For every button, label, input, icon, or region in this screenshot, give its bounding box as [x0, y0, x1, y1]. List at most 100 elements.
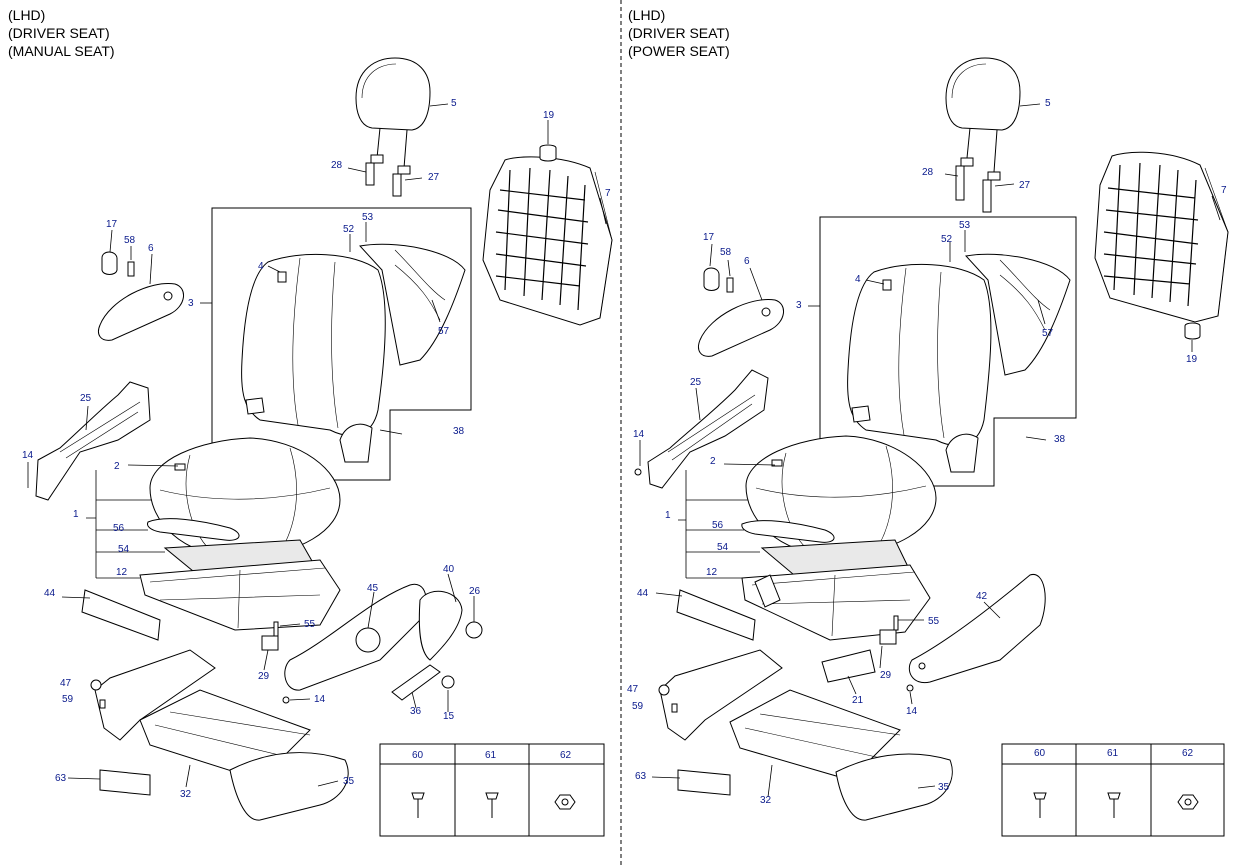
right-small-parts — [698, 267, 784, 357]
right-callout-1: 1 — [665, 510, 671, 521]
left-table-60: 60 — [412, 750, 424, 761]
right-callout-21: 21 — [852, 695, 864, 706]
right-callout-14a: 14 — [633, 429, 645, 440]
left-callout-63: 63 — [55, 773, 67, 784]
right-seatback-cushion — [847, 253, 1071, 473]
right-callout-7: 7 — [1221, 185, 1227, 196]
left-callout-28: 28 — [331, 160, 343, 171]
right-fastener-table — [1001, 743, 1225, 837]
left-callout-14b: 14 — [314, 694, 326, 705]
right-panel: 5 7 28 27 19 17 58 6 53 52 4 3 57 25 14 … — [627, 57, 1229, 837]
left-callout-40: 40 — [443, 564, 455, 575]
right-side-cover-25 — [634, 369, 769, 489]
left-title-line-1: (LHD) — [8, 7, 46, 23]
left-small-parts — [98, 144, 557, 341]
right-callout-58: 58 — [720, 247, 732, 258]
right-seat-track — [658, 649, 953, 821]
left-callout-55: 55 — [304, 619, 316, 630]
right-leader-lines — [639, 103, 1221, 798]
left-callout-29: 29 — [258, 671, 270, 682]
right-seatback-frame — [1094, 151, 1229, 340]
left-callout-27: 27 — [428, 172, 440, 183]
right-callout-53: 53 — [959, 220, 971, 231]
right-callout-57: 57 — [1042, 328, 1054, 339]
right-motor-parts — [821, 615, 914, 692]
left-callout-47: 47 — [60, 678, 72, 689]
right-callout-42: 42 — [976, 591, 988, 602]
right-callout-56: 56 — [712, 520, 724, 531]
left-callout-36: 36 — [410, 706, 422, 717]
right-callout-14b: 14 — [906, 706, 918, 717]
left-side-covers — [261, 583, 483, 704]
right-table-61: 61 — [1107, 748, 1119, 759]
left-callout-25: 25 — [80, 393, 92, 404]
left-seat-frame — [139, 559, 341, 631]
left-callout-58: 58 — [124, 235, 136, 246]
right-callout-2: 2 — [710, 456, 716, 467]
left-callout-15: 15 — [443, 711, 455, 722]
left-callout-17: 17 — [106, 219, 118, 230]
left-callout-45: 45 — [367, 583, 379, 594]
left-panel: 5 19 28 27 7 17 58 6 53 52 4 3 57 25 38 … — [22, 57, 613, 837]
right-seat-cushion — [741, 435, 937, 586]
right-callout-35: 35 — [938, 782, 950, 793]
left-callout-32: 32 — [180, 789, 192, 800]
left-callout-54: 54 — [118, 544, 130, 555]
left-headrest — [355, 57, 431, 197]
left-callout-1: 1 — [73, 509, 79, 520]
right-table-62: 62 — [1182, 748, 1194, 759]
left-title-line-3: (MANUAL SEAT) — [8, 43, 115, 59]
left-callout-4: 4 — [258, 261, 264, 272]
left-callout-38: 38 — [453, 426, 465, 437]
right-callout-63: 63 — [635, 771, 647, 782]
left-callout-7: 7 — [605, 188, 611, 199]
left-seat-track — [90, 649, 349, 821]
right-side-cover-42 — [908, 574, 1046, 684]
right-callout-55: 55 — [928, 616, 940, 627]
right-callout-4: 4 — [855, 274, 861, 285]
left-side-cover-25 — [35, 381, 151, 501]
right-callout-38: 38 — [1054, 434, 1066, 445]
right-callout-44: 44 — [637, 588, 649, 599]
left-panel-title: (LHD) (DRIVER SEAT) (MANUAL SEAT) — [8, 6, 115, 60]
left-table-61: 61 — [485, 750, 497, 761]
right-callout-47: 47 — [627, 684, 639, 695]
left-callout-44: 44 — [44, 588, 56, 599]
left-callout-53: 53 — [362, 212, 374, 223]
right-callout-54: 54 — [717, 542, 729, 553]
left-callout-6: 6 — [148, 243, 154, 254]
right-panel-title: (LHD) (DRIVER SEAT) (POWER SEAT) — [628, 6, 730, 60]
right-callout-25: 25 — [690, 377, 702, 388]
right-panel-44 — [676, 589, 756, 641]
left-seatback-frame — [482, 156, 613, 326]
right-power-seat-frame — [741, 564, 931, 641]
right-callout-5: 5 — [1045, 98, 1051, 109]
right-title-line-2: (DRIVER SEAT) — [628, 25, 730, 41]
left-callout-56: 56 — [113, 523, 125, 534]
right-table-60: 60 — [1034, 748, 1046, 759]
left-callout-35: 35 — [343, 776, 355, 787]
right-callout-27: 27 — [1019, 180, 1031, 191]
left-seatback-cushion — [241, 243, 466, 463]
right-callout-3: 3 — [796, 300, 802, 311]
left-callout-19: 19 — [543, 110, 555, 121]
right-title-line-1: (LHD) — [628, 7, 666, 23]
left-callout-5: 5 — [451, 98, 457, 109]
right-callout-29: 29 — [880, 670, 892, 681]
left-callout-52: 52 — [343, 224, 355, 235]
left-leader-lines — [27, 103, 607, 788]
right-callouts: 5 7 28 27 19 17 58 6 53 52 4 3 57 25 14 … — [627, 98, 1227, 806]
left-callouts: 5 19 28 27 7 17 58 6 53 52 4 3 57 25 38 … — [22, 98, 611, 800]
left-callout-2: 2 — [114, 461, 120, 472]
right-callout-6: 6 — [744, 256, 750, 267]
left-table-62: 62 — [560, 750, 572, 761]
right-callout-28: 28 — [922, 167, 934, 178]
left-title-line-2: (DRIVER SEAT) — [8, 25, 110, 41]
left-callout-57: 57 — [438, 326, 450, 337]
left-fastener-table — [379, 743, 605, 837]
right-title-line-3: (POWER SEAT) — [628, 43, 730, 59]
left-panel-44 — [81, 589, 161, 641]
left-callout-12: 12 — [116, 567, 128, 578]
left-callout-26: 26 — [469, 586, 481, 597]
